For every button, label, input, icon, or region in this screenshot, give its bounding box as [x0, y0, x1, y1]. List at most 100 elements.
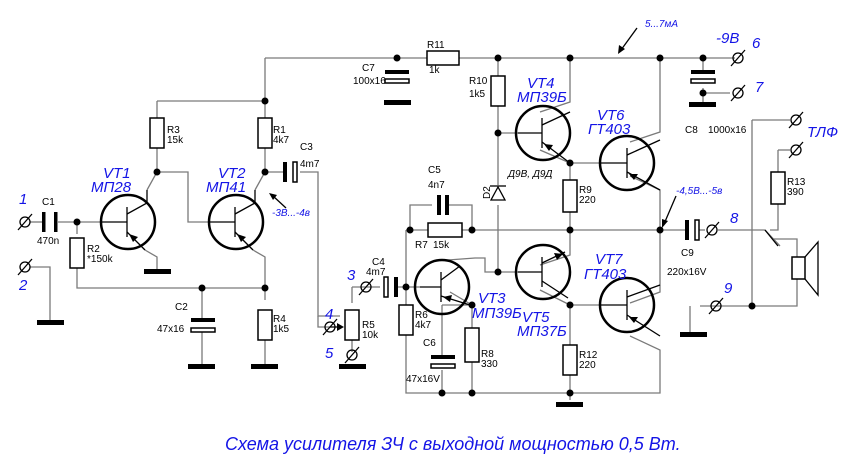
d2-type: Д9В, Д9Д — [507, 169, 552, 180]
c8-ref: C8 — [685, 125, 698, 136]
wires — [30, 57, 798, 400]
r13-value: 390 — [787, 187, 804, 198]
r2-value: *150k — [87, 254, 114, 265]
capacitor-c8 — [691, 70, 715, 74]
transistor-vt6 — [598, 134, 661, 192]
capacitor-c5 — [437, 195, 441, 215]
ground-icon — [37, 320, 64, 325]
r6-ref: R6 — [415, 310, 428, 321]
vt4-ref: VT4 — [527, 75, 555, 92]
terminal-7-icon — [730, 84, 746, 102]
terminal-8-label: 8 — [730, 210, 739, 227]
resistor-r13 — [770, 171, 786, 205]
terminal-6-label: 6 — [752, 35, 761, 52]
capacitors — [42, 70, 716, 369]
d2-ref: D2 — [482, 186, 493, 199]
capacitor-c1 — [42, 212, 46, 232]
vt2-collector-note: -3В...-4в — [272, 208, 310, 219]
c3-ref: C3 — [300, 142, 313, 153]
terminal-2-label: 2 — [18, 277, 28, 294]
component-labels: VT1 МП28 VT2 МП41 VT3 МП39Б VT4 МП39Б VT… — [37, 40, 806, 385]
annotation-arrows — [269, 27, 677, 228]
r11-ref: R11 — [427, 40, 445, 51]
vt6-type: ГТ403 — [588, 121, 631, 138]
vt2-type: МП41 — [206, 179, 246, 196]
vt7-type: ГТ403 — [584, 266, 627, 283]
r12-ref: R12 — [579, 350, 598, 361]
transistor-vt1 — [99, 190, 157, 251]
resistor-r11 — [426, 50, 460, 66]
r4-ref: R4 — [273, 314, 286, 325]
r13-ref: R13 — [787, 177, 806, 188]
r8-ref: R8 — [481, 349, 494, 360]
c9-ref: C9 — [681, 248, 694, 259]
resistor-r7 — [427, 222, 463, 238]
r12-value: 220 — [579, 360, 596, 371]
voltage-notes: -9В 5...7мА -3В...-4в -4,5В...-5в — [272, 19, 739, 219]
r11-value: 1k — [429, 65, 441, 76]
c5-value: 4n7 — [428, 180, 445, 191]
terminal-1-label: 1 — [19, 191, 27, 208]
vt1-ref: VT1 — [103, 165, 131, 182]
capacitor-c2 — [191, 318, 215, 322]
c7-value: 100x16 — [353, 76, 386, 87]
transistor-vt7 — [598, 276, 661, 337]
ground-icon — [689, 102, 716, 107]
resistor-r4 — [257, 309, 273, 341]
supply-current-note: 5...7мА — [645, 19, 678, 30]
terminal-3-icon — [358, 278, 374, 296]
arrow-icon — [620, 27, 638, 51]
resistor-r3 — [149, 117, 165, 149]
terminal-labels: 1 2 3 4 5 6 7 8 9 ТЛФ — [18, 35, 838, 362]
ground-icon — [188, 364, 215, 369]
r8-value: 330 — [481, 359, 498, 370]
ground-icon — [144, 269, 171, 274]
r9-ref: R9 — [579, 185, 592, 196]
terminal-3-label: 3 — [347, 267, 356, 284]
c1-ref: C1 — [42, 197, 55, 208]
c1-value: 470n — [37, 236, 59, 247]
resistor-r1 — [257, 117, 273, 149]
c2-ref: C2 — [175, 302, 188, 313]
resistors — [69, 50, 786, 376]
r10-value: 1k5 — [469, 89, 486, 100]
arrow-icon — [272, 195, 287, 209]
c4-value: 4m7 — [366, 267, 386, 278]
supply-voltage-label: -9В — [716, 30, 739, 47]
diode-d2 — [489, 185, 507, 201]
speaker-icon — [791, 240, 819, 297]
transistor-vt5 — [514, 243, 572, 301]
transistors — [99, 104, 661, 337]
wiper-arrow-icon — [337, 323, 344, 331]
transistor-vt2 — [207, 190, 265, 251]
jack-switch-icon — [764, 229, 779, 247]
r7-value: 15k — [433, 240, 450, 251]
vt6-ref: VT6 — [597, 107, 625, 124]
headphone-label: ТЛФ — [807, 124, 838, 141]
ground-icon — [251, 364, 278, 369]
r3-ref: R3 — [167, 125, 180, 136]
vt7-ref: VT7 — [595, 251, 623, 268]
vt5-ref: VT5 — [522, 309, 550, 326]
capacitor-c4 — [383, 276, 389, 298]
vt4-type: МП39Б — [517, 89, 567, 106]
vt5-type: МП37Б — [517, 323, 567, 340]
c4-ref: C4 — [372, 257, 385, 268]
arrow-icon — [663, 195, 677, 225]
vt2-ref: VT2 — [218, 165, 246, 182]
terminals — [17, 49, 804, 364]
resistor-r8 — [464, 327, 480, 363]
r10-ref: R10 — [469, 76, 488, 87]
resistor-r2 — [69, 237, 85, 269]
terminal-5-label: 5 — [325, 345, 334, 362]
terminal-1-icon — [17, 213, 33, 231]
c7-ref: C7 — [362, 63, 375, 74]
r5-value: 10k — [362, 330, 379, 341]
resistor-r9 — [562, 179, 578, 213]
terminal-8-icon — [704, 221, 720, 239]
ground-icon — [556, 402, 583, 407]
c9-value: 220x16V — [667, 267, 707, 278]
ground-symbols — [37, 100, 716, 407]
transistor-vt3 — [413, 258, 471, 316]
